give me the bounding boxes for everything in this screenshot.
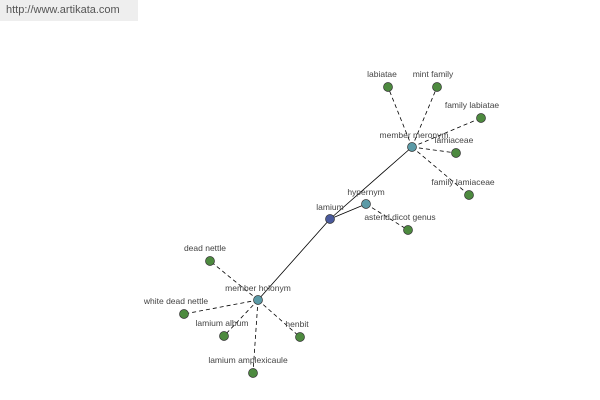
label-asterid-dicot-genus: asterid dicot genus xyxy=(364,212,435,222)
leaf-node-henbit[interactable] xyxy=(295,332,305,342)
edges xyxy=(183,86,482,374)
leaf-node-lamiaceae[interactable] xyxy=(451,148,461,158)
edge-member_meronym xyxy=(329,146,413,220)
edge-family_lamiaceae xyxy=(411,146,470,196)
leaf-node-family-lamiaceae[interactable] xyxy=(464,190,474,200)
label-dead-nettle: dead nettle xyxy=(184,243,226,253)
label-lamiaceae: lamiaceae xyxy=(435,135,474,145)
edge-mint_family xyxy=(411,86,438,148)
label-henbit: henbit xyxy=(285,319,309,329)
leaf-node-dead-nettle[interactable] xyxy=(205,256,215,266)
relation-node-member-meronym[interactable] xyxy=(407,142,417,152)
label-lamium-amplexicaule: lamium amplexicaule xyxy=(208,355,288,365)
nodes xyxy=(179,82,486,378)
leaf-node-labiatae[interactable] xyxy=(383,82,393,92)
label-member-meronym: member meronym xyxy=(380,130,449,140)
relation-node-hypernym[interactable] xyxy=(361,199,371,209)
edge-family_labiatae xyxy=(411,117,482,148)
edge-lamium_album xyxy=(223,299,259,337)
label-labiatae: labiatae xyxy=(367,69,397,79)
edge-lamiaceae xyxy=(411,146,457,154)
edge-lamium_amplexicaule xyxy=(252,299,259,374)
label-mint-family: mint family xyxy=(413,69,454,79)
url-bar: http://www.artikata.com xyxy=(0,0,138,21)
label-member-holonym: member holonym xyxy=(225,283,291,293)
label-hypernym: hypernym xyxy=(347,187,384,197)
center-node-lamium[interactable] xyxy=(325,214,335,224)
edge-labiatae xyxy=(387,86,413,148)
leaf-node-mint-family[interactable] xyxy=(432,82,442,92)
edge-white_dead_nettle xyxy=(183,299,259,315)
label-family-labiatae: family labiatae xyxy=(445,100,500,110)
edge-member_holonym xyxy=(257,218,331,301)
leaf-node-white-dead-nettle[interactable] xyxy=(179,309,189,319)
relation-node-member-holonym[interactable] xyxy=(253,295,263,305)
leaf-node-family-labiatae[interactable] xyxy=(476,113,486,123)
site-url[interactable]: http://www.artikata.com xyxy=(6,4,120,16)
label-white-dead-nettle: white dead nettle xyxy=(143,296,209,306)
edge-dead_nettle xyxy=(209,260,259,301)
labels: labiatae mint family family labiatae lamiac… xyxy=(143,69,500,365)
label-family-lamiaceae: family lamiaceae xyxy=(431,177,495,187)
leaf-node-lamium-amplexicaule[interactable] xyxy=(248,368,258,378)
edge-asterid_dicot_genus xyxy=(365,203,409,231)
edge-henbit xyxy=(257,299,301,338)
label-lamium: lamium xyxy=(316,202,343,212)
leaf-node-asterid-dicot-genus[interactable] xyxy=(403,225,413,235)
edge-hypernym xyxy=(329,203,367,220)
label-lamium-album: lamium album xyxy=(196,318,249,328)
leaf-node-lamium-album[interactable] xyxy=(219,331,229,341)
